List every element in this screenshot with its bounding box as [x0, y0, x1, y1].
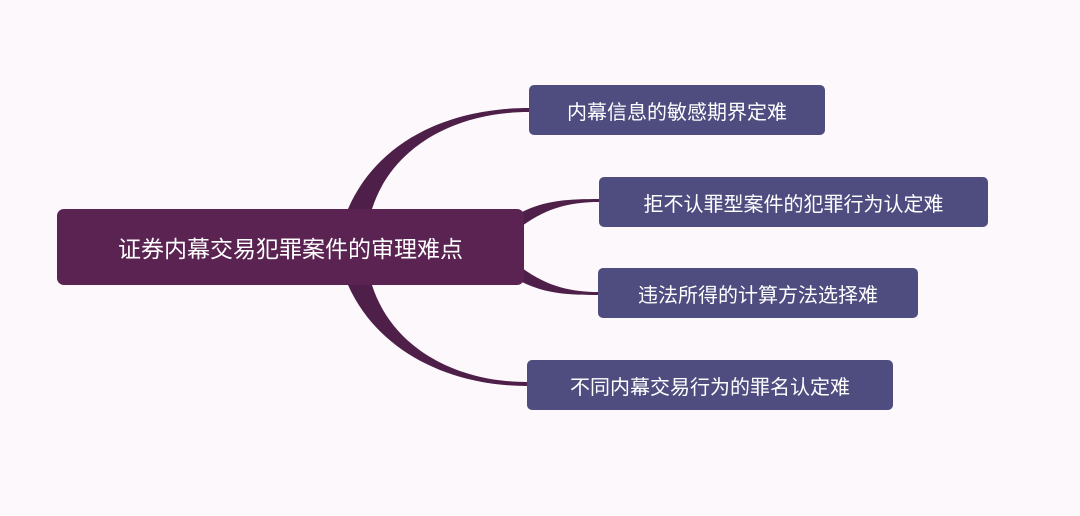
child-label-1: 内幕信息的敏感期界定难: [567, 99, 787, 124]
child-node-4[interactable]: 不同内幕交易行为的罪名认定难: [527, 360, 893, 410]
child-node-2[interactable]: 拒不认罪型案件的犯罪行为认定难: [599, 177, 988, 227]
child-label-4: 不同内幕交易行为的罪名认定难: [570, 374, 850, 399]
child-label-2: 拒不认罪型案件的犯罪行为认定难: [643, 191, 944, 216]
child-node-1[interactable]: 内幕信息的敏感期界定难: [529, 85, 825, 135]
connector-1: [348, 108, 529, 209]
root-node[interactable]: 证券内幕交易犯罪案件的审理难点: [57, 209, 524, 285]
connector-4: [348, 285, 527, 386]
connector-3: [522, 268, 598, 295]
child-node-3[interactable]: 违法所得的计算方法选择难: [598, 268, 918, 318]
root-label: 证券内幕交易犯罪案件的审理难点: [118, 237, 463, 263]
child-label-3: 违法所得的计算方法选择难: [638, 282, 878, 307]
connector-2: [522, 199, 599, 226]
